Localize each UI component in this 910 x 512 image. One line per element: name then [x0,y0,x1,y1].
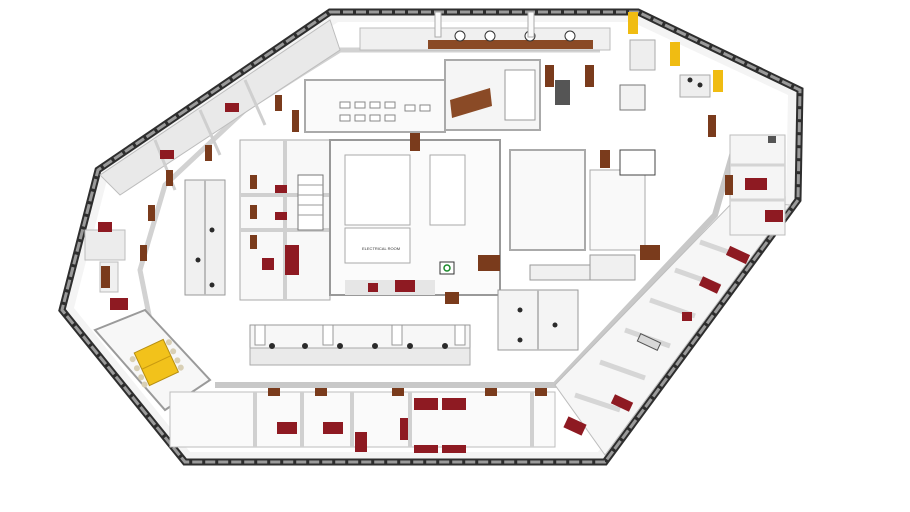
east-workstations [497,254,636,351]
door [275,95,282,111]
north-east-workstations [619,12,723,111]
desk [101,266,110,288]
stairwell [297,174,324,231]
break-room [444,59,594,131]
desk [110,298,128,310]
exit-sign-icon [443,264,451,272]
perimeter-offices-south [169,388,556,453]
desk [98,222,112,232]
conference-table [129,338,184,388]
electrical-room [344,227,411,264]
west-workstations [184,179,226,296]
door [205,145,212,161]
electrical-room-label: ELECTRICAL ROOM [362,246,400,251]
desk [160,150,174,159]
yellow-column [713,70,723,92]
building-core: ELECTRICAL ROOM [329,133,501,304]
yellow-column [670,42,680,66]
center-workstations [249,324,471,366]
reception-counter [359,11,611,51]
training-room [304,79,446,133]
perimeter-offices-west [84,205,155,310]
perimeter-offices-east [708,115,786,236]
yellow-column [628,12,638,34]
perimeter-offices-north-west [99,19,341,196]
perimeter-offices-south-east [554,199,791,456]
conference-room [93,308,212,412]
east-core-rooms [509,149,660,260]
door [166,170,173,186]
desk [225,103,239,112]
